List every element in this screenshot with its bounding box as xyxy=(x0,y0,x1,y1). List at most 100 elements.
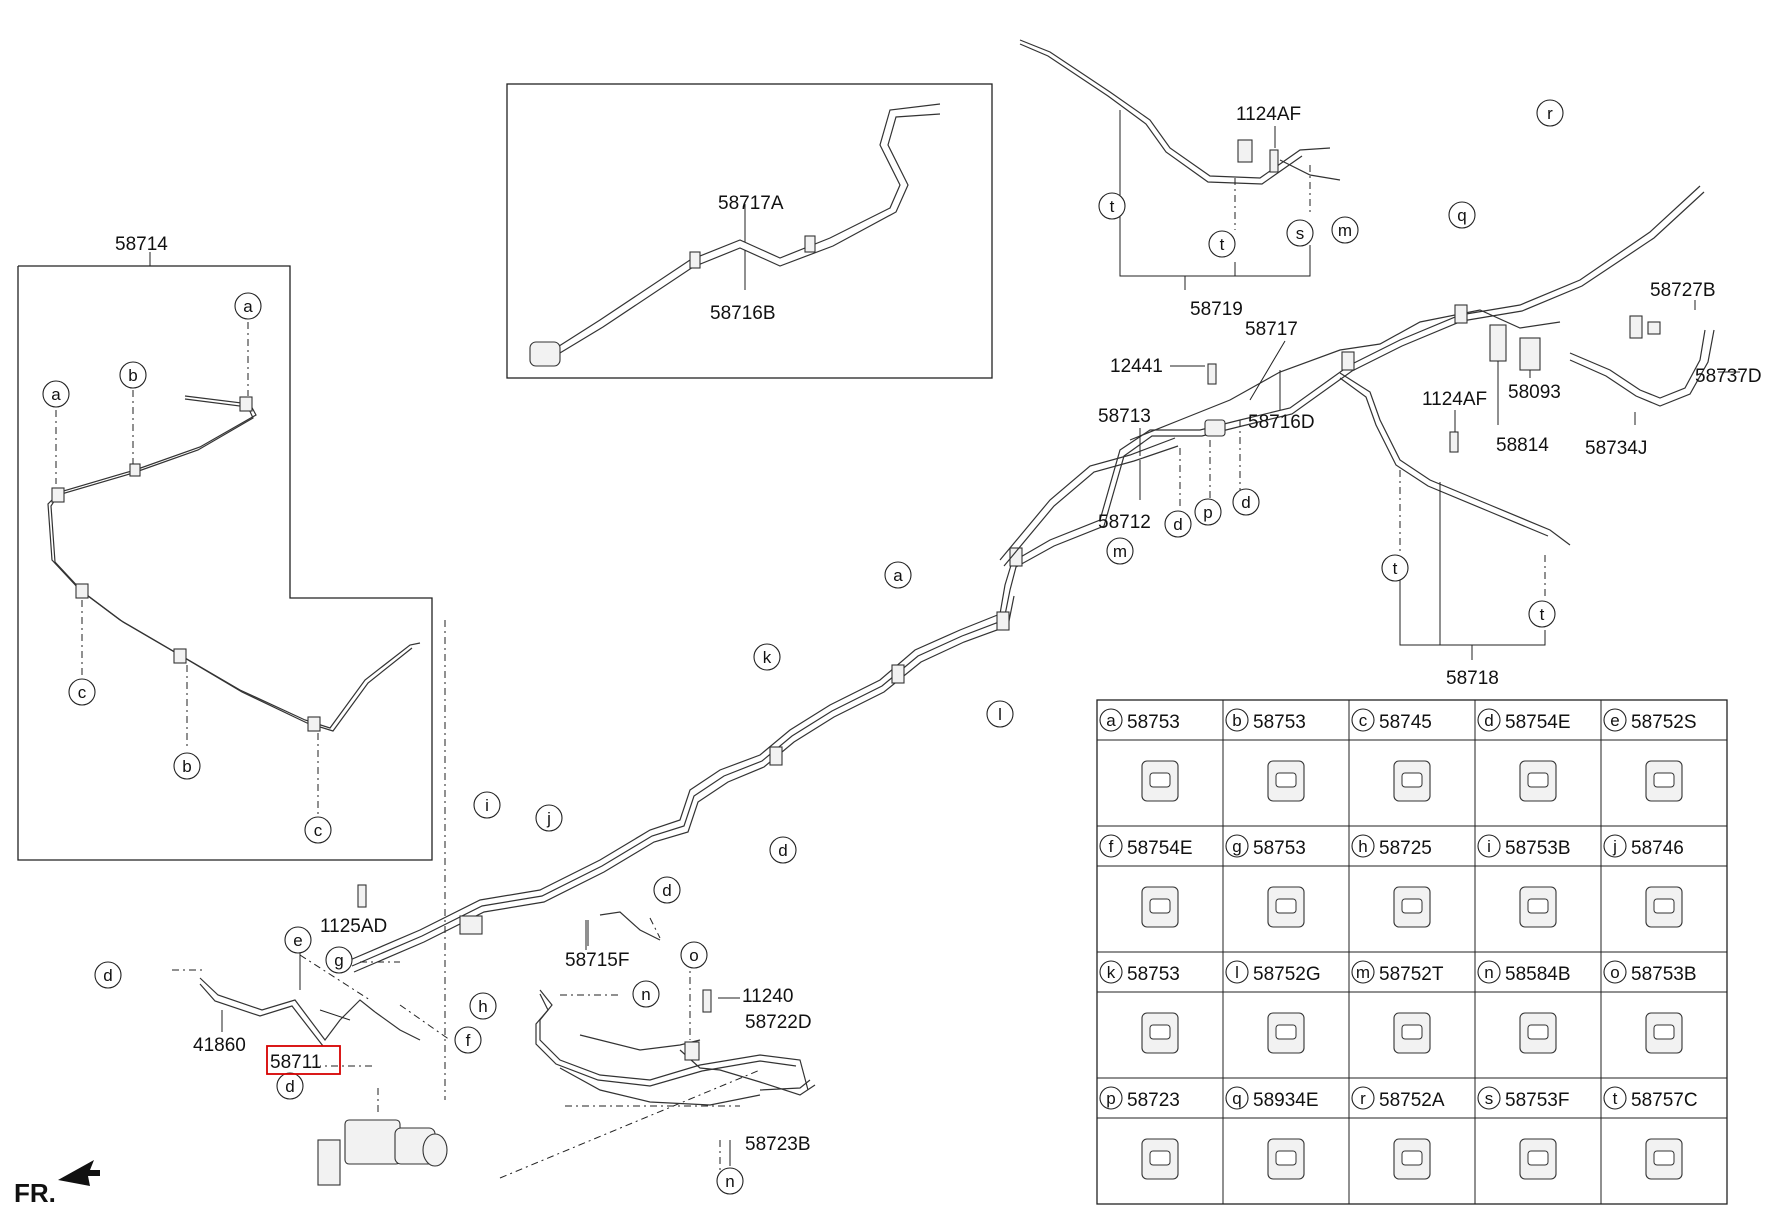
callout-d[interactable]: d xyxy=(285,1077,294,1096)
legend-key-circle xyxy=(1603,1086,1627,1110)
legend-key-circle xyxy=(1225,834,1249,858)
legend-key-e: e xyxy=(1610,711,1619,730)
callout-s[interactable]: s xyxy=(1296,224,1305,243)
label-58723B[interactable]: 58723B xyxy=(745,1134,811,1155)
label-58711[interactable]: 58711 xyxy=(270,1052,321,1073)
callout-l[interactable]: l xyxy=(998,705,1002,724)
legend-part-r[interactable]: 58752A xyxy=(1379,1090,1445,1111)
legend-part-o[interactable]: 58753B xyxy=(1631,964,1697,985)
label-58714[interactable]: 58714 xyxy=(115,234,168,255)
legend-part-c[interactable]: 58745 xyxy=(1379,712,1432,733)
label-12441[interactable]: 12441 xyxy=(1110,356,1163,377)
label-58713[interactable]: 58713 xyxy=(1098,406,1151,427)
callout-n[interactable]: n xyxy=(725,1172,734,1191)
callout-b[interactable]: b xyxy=(128,366,137,385)
callout-h[interactable]: h xyxy=(478,997,487,1016)
callout-p[interactable]: p xyxy=(1203,503,1212,522)
label-1124AF[interactable]: 1124AF xyxy=(1236,104,1301,125)
callout-d[interactable]: d xyxy=(662,881,671,900)
legend-key-circle xyxy=(1099,1086,1123,1110)
callout-g[interactable]: g xyxy=(334,951,343,970)
callout-a[interactable]: a xyxy=(893,566,903,585)
callout-f[interactable]: f xyxy=(466,1031,471,1050)
label-58716D[interactable]: 58716D xyxy=(1248,412,1315,433)
callout-d[interactable]: d xyxy=(1173,515,1182,534)
label-1124AF[interactable]: 1124AF xyxy=(1422,389,1487,410)
callout-o[interactable]: o xyxy=(689,946,698,965)
legend-part-d[interactable]: 58754E xyxy=(1505,712,1571,733)
legend-key-circle xyxy=(1477,708,1501,732)
legend-part-drawing-m xyxy=(1393,1012,1431,1054)
label-58814[interactable]: 58814 xyxy=(1496,435,1549,456)
label-58717[interactable]: 58717 xyxy=(1245,319,1298,340)
callout-d[interactable]: d xyxy=(103,966,112,985)
label-58717A[interactable]: 58717A xyxy=(718,193,784,214)
callout-t[interactable]: t xyxy=(1540,605,1545,624)
label-41860[interactable]: 41860 xyxy=(193,1035,246,1056)
legend-key-r: r xyxy=(1360,1089,1366,1108)
legend-part-l[interactable]: 58752G xyxy=(1253,964,1321,985)
callout-e[interactable]: e xyxy=(293,931,302,950)
legend-part-k[interactable]: 58753 xyxy=(1127,964,1180,985)
label-58093[interactable]: 58093 xyxy=(1508,382,1561,403)
label-58734J[interactable]: 58734J xyxy=(1585,438,1647,459)
label-58737D[interactable]: 58737D xyxy=(1695,366,1762,387)
legend-part-g[interactable]: 58753 xyxy=(1253,838,1306,859)
legend-part-n[interactable]: 58584B xyxy=(1505,964,1571,985)
legend-part-q[interactable]: 58934E xyxy=(1253,1090,1319,1111)
legend-part-a[interactable]: 58753 xyxy=(1127,712,1180,733)
legend-part-drawing-o xyxy=(1645,1012,1683,1054)
legend-part-p[interactable]: 58723 xyxy=(1127,1090,1180,1111)
legend-part-drawing-g xyxy=(1267,886,1305,928)
main-brake-line xyxy=(349,185,1705,973)
callout-b[interactable]: b xyxy=(182,757,191,776)
label-58715F[interactable]: 58715F xyxy=(565,950,629,971)
flex-hoses xyxy=(1569,300,1740,425)
label-58722D[interactable]: 58722D xyxy=(745,1012,812,1033)
callout-i[interactable]: i xyxy=(485,796,489,815)
label-58719[interactable]: 58719 xyxy=(1190,299,1243,320)
callout-c[interactable]: c xyxy=(78,683,87,702)
callout-a[interactable]: a xyxy=(51,385,61,404)
callout-r[interactable]: r xyxy=(1547,104,1553,123)
label-11240[interactable]: 11240 xyxy=(742,986,793,1007)
callout-j[interactable]: j xyxy=(546,809,551,828)
legend-key-f: f xyxy=(1109,837,1114,856)
label-58716B[interactable]: 58716B xyxy=(710,303,776,324)
legend-key-b: b xyxy=(1232,711,1241,730)
label-58727B[interactable]: 58727B xyxy=(1650,280,1716,301)
legend-key-s: s xyxy=(1485,1089,1494,1108)
callout-t[interactable]: t xyxy=(1220,235,1225,254)
front-arrow-icon xyxy=(58,1160,100,1186)
callout-d[interactable]: d xyxy=(778,841,787,860)
label-58718[interactable]: 58718 xyxy=(1446,668,1499,689)
legend-key-k: k xyxy=(1107,963,1116,982)
callout-t[interactable]: t xyxy=(1110,197,1115,216)
callout-d[interactable]: d xyxy=(1241,493,1250,512)
legend-part-b[interactable]: 58753 xyxy=(1253,712,1306,733)
legend-key-circle xyxy=(1225,708,1249,732)
callout-q[interactable]: q xyxy=(1457,206,1466,225)
legend-part-t[interactable]: 58757C xyxy=(1631,1090,1698,1111)
callout-m[interactable]: m xyxy=(1338,221,1352,240)
legend-part-s[interactable]: 58753F xyxy=(1505,1090,1569,1111)
legend-part-i[interactable]: 58753B xyxy=(1505,838,1571,859)
callout-n[interactable]: n xyxy=(641,985,650,1004)
callout-m[interactable]: m xyxy=(1113,542,1127,561)
callout-k[interactable]: k xyxy=(763,648,772,667)
legend-part-f[interactable]: 58754E xyxy=(1127,838,1193,859)
legend-part-h[interactable]: 58725 xyxy=(1379,838,1432,859)
label-58712[interactable]: 58712 xyxy=(1098,512,1151,533)
callout-c[interactable]: c xyxy=(314,821,323,840)
callout-a[interactable]: a xyxy=(243,297,253,316)
legend-part-m[interactable]: 58752T xyxy=(1379,964,1444,985)
legend-key-circle xyxy=(1351,1086,1375,1110)
label-1125AD[interactable]: 1125AD xyxy=(320,916,387,937)
callout-t[interactable]: t xyxy=(1393,559,1398,578)
legend-part-j[interactable]: 58746 xyxy=(1631,838,1684,859)
abs-area xyxy=(172,620,761,1186)
legend-part-e[interactable]: 58752S xyxy=(1631,712,1697,733)
